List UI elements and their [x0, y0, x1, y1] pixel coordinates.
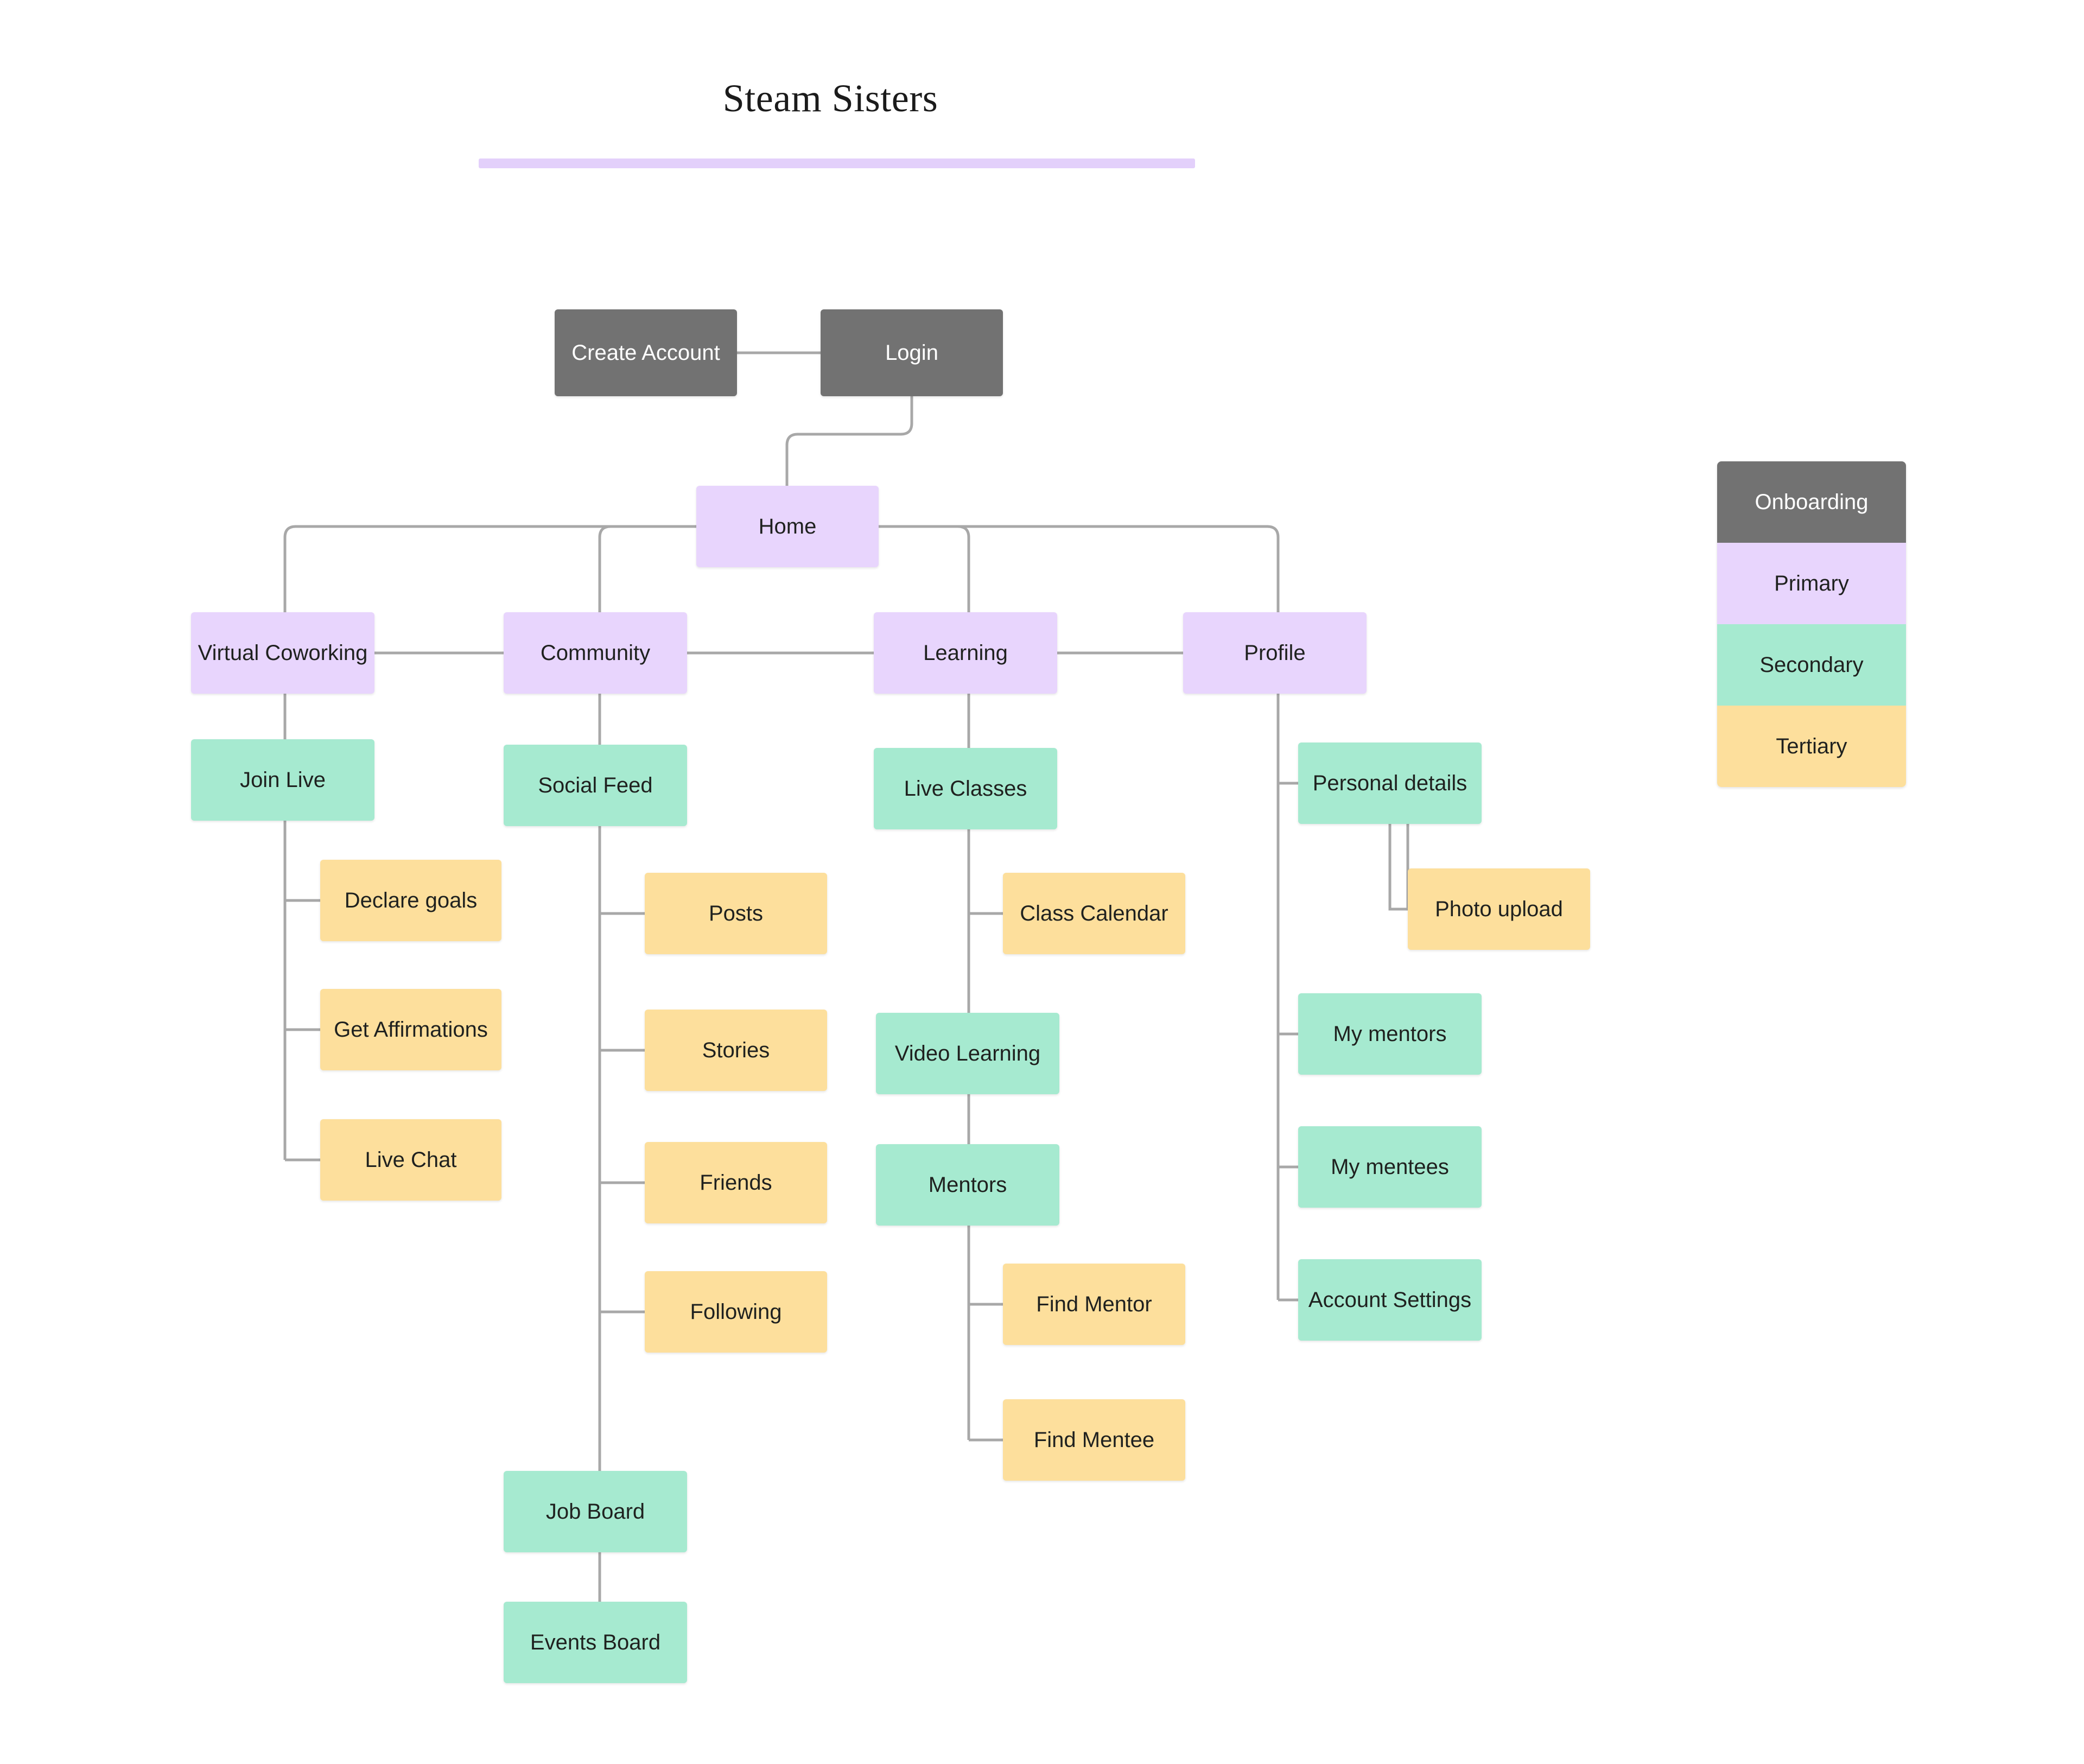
sitemap-node-my-mentees[interactable]: My mentees [1298, 1126, 1482, 1208]
sitemap-node-my-mentors[interactable]: My mentors [1298, 993, 1482, 1075]
sitemap-node-posts[interactable]: Posts [645, 873, 827, 954]
page-title: Steam Sisters [722, 77, 938, 120]
sitemap-node-virtual-coworking[interactable]: Virtual Coworking [191, 612, 374, 694]
sitemap-node-friends[interactable]: Friends [645, 1142, 827, 1223]
legend-item-primary: Primary [1717, 543, 1906, 624]
sitemap-node-social-feed[interactable]: Social Feed [504, 745, 687, 826]
sitemap-node-live-chat[interactable]: Live Chat [320, 1119, 501, 1201]
sitemap-node-job-board[interactable]: Job Board [504, 1471, 687, 1552]
sitemap-node-photo-upload[interactable]: Photo upload [1408, 868, 1590, 950]
legend-item-onboarding: Onboarding [1717, 461, 1906, 543]
legend-item-secondary: Secondary [1717, 624, 1906, 706]
sitemap-node-account-settings[interactable]: Account Settings [1298, 1259, 1482, 1341]
sitemap-node-declare-goals[interactable]: Declare goals [320, 860, 501, 941]
sitemap-node-live-classes[interactable]: Live Classes [874, 748, 1057, 829]
sitemap-node-create-account[interactable]: Create Account [555, 309, 737, 396]
sitemap-node-mentors[interactable]: Mentors [876, 1144, 1059, 1226]
sitemap-node-profile[interactable]: Profile [1183, 612, 1367, 694]
sitemap-node-video-learning[interactable]: Video Learning [876, 1013, 1059, 1094]
sitemap-node-community[interactable]: Community [504, 612, 687, 694]
sitemap-node-learning[interactable]: Learning [874, 612, 1057, 694]
sitemap-node-get-affirmations[interactable]: Get Affirmations [320, 989, 501, 1070]
sitemap-node-personal-details[interactable]: Personal details [1298, 743, 1482, 824]
sitemap-node-join-live[interactable]: Join Live [191, 739, 374, 821]
sitemap-node-stories[interactable]: Stories [645, 1010, 827, 1091]
sitemap-node-login[interactable]: Login [821, 309, 1003, 396]
sitemap-node-find-mentee[interactable]: Find Mentee [1003, 1399, 1185, 1481]
sitemap-node-home[interactable]: Home [696, 486, 879, 567]
sitemap-node-find-mentor[interactable]: Find Mentor [1003, 1264, 1185, 1345]
sitemap-node-events-board[interactable]: Events Board [504, 1602, 687, 1683]
sitemap-node-following[interactable]: Following [645, 1271, 827, 1353]
sitemap-node-class-calendar[interactable]: Class Calendar [1003, 873, 1185, 954]
category-legend: Onboarding Primary Secondary Tertiary [1717, 461, 1906, 787]
legend-item-tertiary: Tertiary [1717, 706, 1906, 787]
title-underline-rule [479, 158, 1195, 168]
